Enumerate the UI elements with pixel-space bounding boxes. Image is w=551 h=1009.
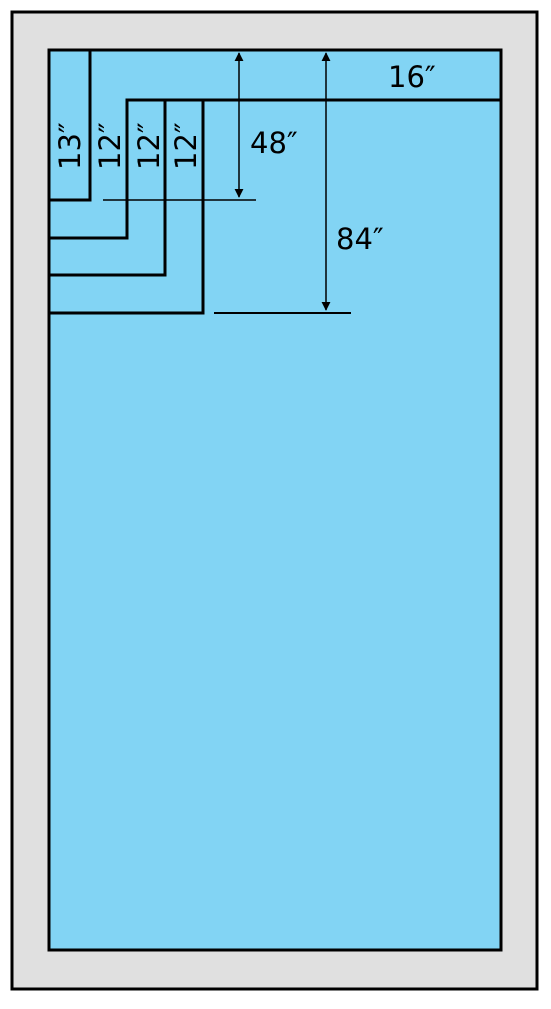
step-2-label: 12″ [93, 122, 127, 170]
step-3-outline [49, 100, 167, 277]
step-4-outline [49, 100, 205, 315]
depth-84-label: 84″ [336, 222, 384, 256]
step-4-label: 12″ [169, 122, 203, 170]
top-step-width-label: 16″ [388, 60, 436, 94]
step-2-outline [49, 98, 501, 240]
pool-water [47, 48, 503, 952]
steps [49, 50, 501, 315]
depth-48-label: 48″ [250, 126, 298, 160]
step-3-label: 12″ [132, 122, 166, 170]
step-1-outline [49, 50, 92, 202]
step-1-label: 13″ [53, 122, 87, 170]
